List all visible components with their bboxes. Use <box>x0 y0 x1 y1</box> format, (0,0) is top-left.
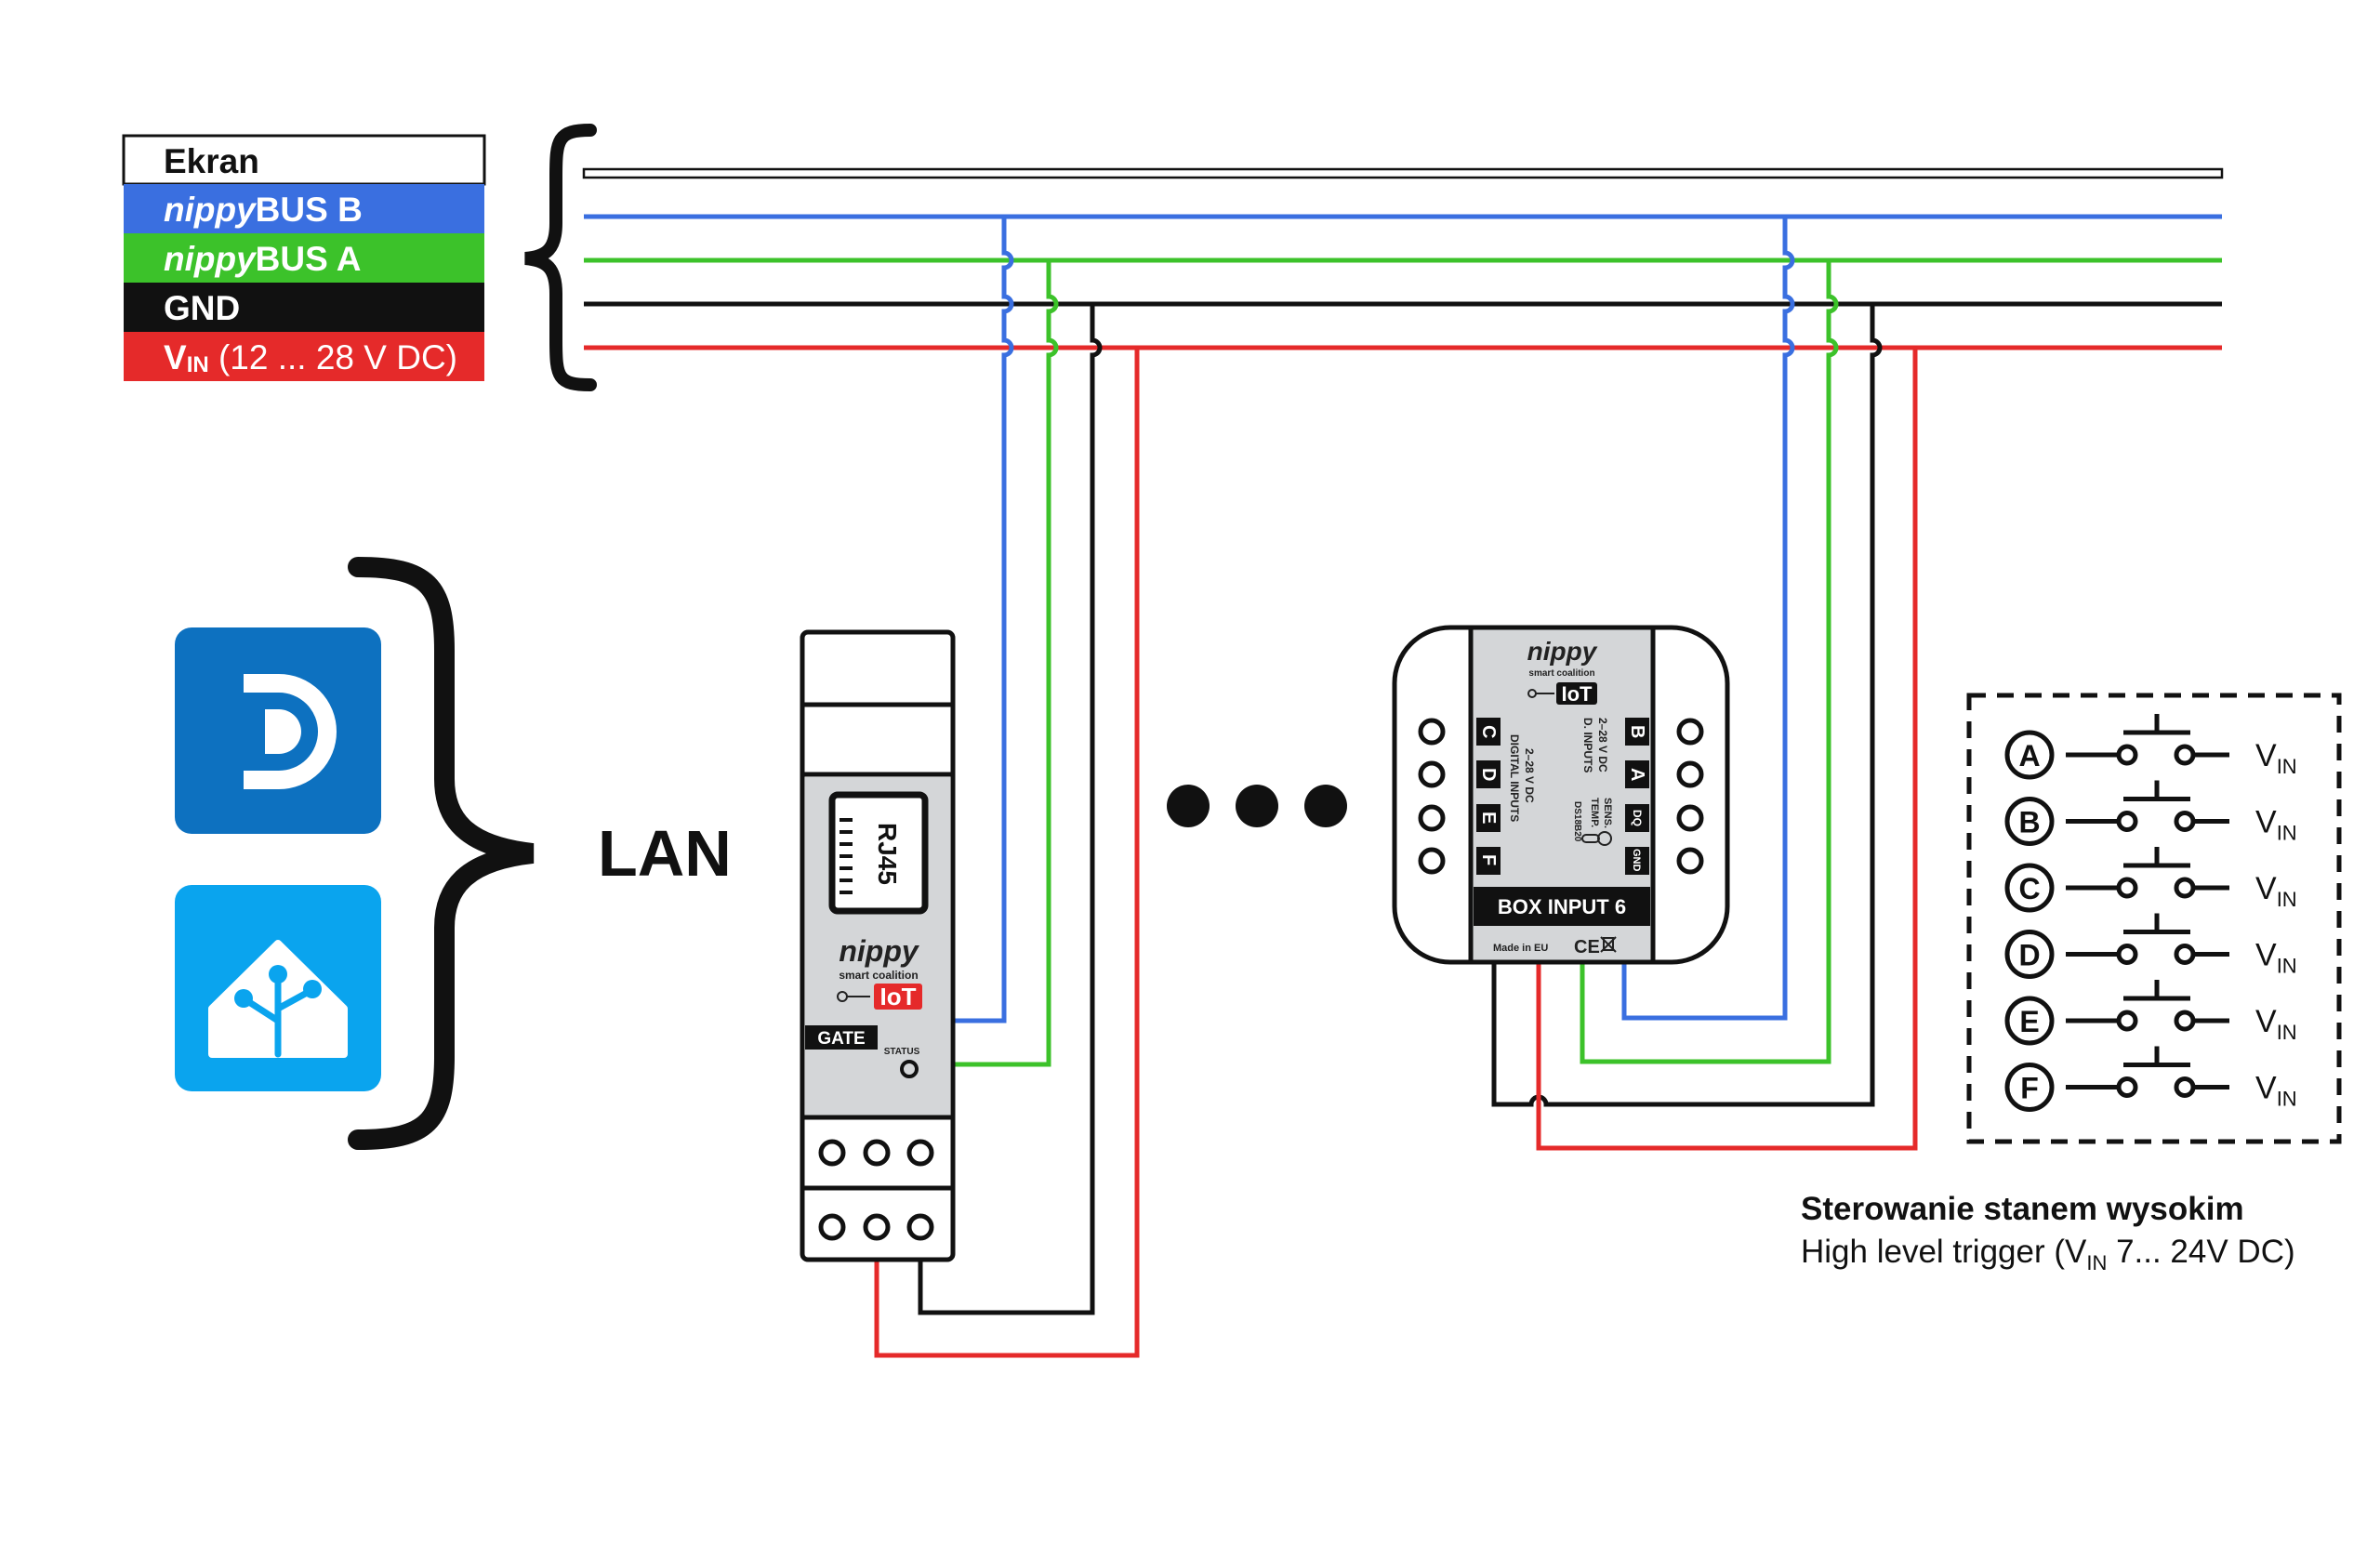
input-letter: C <box>2018 872 2040 905</box>
legend-shield-label: Ekran <box>164 142 259 180</box>
gate-tagline: smart coalition <box>839 969 918 982</box>
input-vin-label: VIN <box>2255 871 2297 911</box>
box-brand: nippy <box>1527 637 1598 666</box>
ellipsis-icon <box>1167 785 1347 827</box>
cable-legend: Ekran nippyBUS B nippyBUS A GND VIN (12 … <box>122 134 486 381</box>
curly-brace-icon <box>348 557 535 1150</box>
gate-terminals <box>818 1139 934 1241</box>
svg-text:D: D <box>1478 768 1499 781</box>
iot-badge: IoT <box>837 983 922 1010</box>
pushbutton-switch-icon <box>2066 913 2229 965</box>
svg-text:IoT: IoT <box>880 983 917 1010</box>
rj45-label: RJ45 <box>873 823 902 885</box>
legend-vin-label: VIN (12 ... 28 V DC) <box>164 338 457 377</box>
gate-wiring <box>829 217 1140 1358</box>
input-letter: D <box>2018 939 2040 972</box>
gate-name: GATE <box>817 1029 865 1049</box>
input-vin-label: VIN <box>2255 938 2297 978</box>
box-wiring <box>1491 217 1918 1151</box>
input-letter-circle <box>2004 730 2055 780</box>
input-letter-circle <box>2004 863 2055 913</box>
input-letter: A <box>2018 739 2040 772</box>
box-left-terminal-labels: C D E F <box>1476 718 1501 875</box>
input-vin-label: VIN <box>2255 738 2297 778</box>
pushbutton-switch-icon <box>2066 847 2229 899</box>
input-row-a: A VIN <box>2004 714 2297 780</box>
domoticz-logo-icon <box>175 627 381 834</box>
box-digital-inputs-label: DIGITAL INPUTS <box>1508 734 1521 822</box>
svg-text:GND: GND <box>1631 849 1642 872</box>
input-row-f: F VIN <box>2004 1046 2297 1112</box>
input-vin-label: VIN <box>2255 1004 2297 1044</box>
caption-title: Sterowanie stanem wysokim <box>1801 1191 2244 1227</box>
box-ce-mark: CE <box>1574 937 1600 957</box>
svg-text:F: F <box>1478 854 1499 865</box>
input-row-b: B VIN <box>2004 780 2297 846</box>
gate-brand: nippy <box>839 934 920 968</box>
box-sensor-model: DS18B20 <box>1572 801 1582 842</box>
input-letter: B <box>2018 806 2040 839</box>
svg-text:B: B <box>1627 725 1647 738</box>
input-vin-label: VIN <box>2255 1071 2297 1111</box>
legend-bus-a-label: nippyBUS A <box>164 240 361 278</box>
pushbutton-switch-icon <box>2066 980 2229 1032</box>
home-assistant-logo-icon <box>175 885 381 1091</box>
rj45-socket: RJ45 <box>828 791 929 915</box>
iot-badge: IoT <box>1527 682 1597 706</box>
legend-bus-b-label: nippyBUS B <box>164 191 363 229</box>
bus-lines <box>582 167 2224 350</box>
input-row-c: C VIN <box>2004 847 2297 913</box>
box-sens-label: SENS. <box>1602 798 1613 828</box>
input-letter-circle <box>2004 1063 2055 1112</box>
input-letter-circle <box>2004 930 2055 979</box>
pushbutton-switch-icon <box>2066 780 2229 832</box>
status-led <box>900 1060 919 1078</box>
svg-text:A: A <box>1627 768 1647 781</box>
legend-gnd-label: GND <box>164 289 240 327</box>
box-input-6-device: nippy smart coalition IoT C D E F DIGITA… <box>1392 625 1730 965</box>
box-d-inputs-voltage: 2–28 V DC <box>1596 718 1609 772</box>
svg-text:C: C <box>1478 725 1499 738</box>
box-temp-label: TEMP. <box>1589 798 1600 827</box>
input-letter: E <box>2019 1005 2039 1038</box>
input-letter-circle <box>2004 797 2055 846</box>
lan-label: LAN <box>598 817 732 890</box>
input-vin-label: VIN <box>2255 805 2297 845</box>
svg-text:IoT: IoT <box>1562 682 1593 706</box>
input-letter-circle <box>2004 996 2055 1046</box>
gate-status-label: STATUS <box>884 1047 920 1057</box>
weee-bin-icon <box>1600 936 1617 953</box>
box-right-terminal-labels: B A DQ GND <box>1625 718 1649 875</box>
box-made-in: Made in EU <box>1493 943 1548 954</box>
svg-text:E: E <box>1478 812 1499 824</box>
input-row-e: E VIN <box>2004 980 2297 1046</box>
pushbutton-switch-icon <box>2066 1046 2229 1098</box>
curly-brace-icon <box>524 124 597 391</box>
input-switches-panel: A VIN B VIN C VIN D VIN E VIN F VIN <box>1966 693 2342 1144</box>
nippy-gate-device: RJ45 nippy smart coalition IoT GATE STAT… <box>800 629 956 1262</box>
box-d-inputs-label: D. INPUTS <box>1581 718 1594 772</box>
pushbutton-switch-icon <box>2066 714 2229 766</box>
box-name: BOX INPUT 6 <box>1498 895 1626 918</box>
input-row-d: D VIN <box>2004 913 2297 979</box>
box-digital-inputs-voltage: 2–28 V DC <box>1523 748 1536 803</box>
input-letter: F <box>2020 1072 2039 1105</box>
caption-subtitle: High level trigger (VIN 7... 24V DC) <box>1801 1234 2295 1274</box>
box-tagline: smart coalition <box>1528 668 1594 679</box>
thermometer-icon <box>1581 831 1612 846</box>
svg-text:DQ: DQ <box>1631 810 1644 826</box>
